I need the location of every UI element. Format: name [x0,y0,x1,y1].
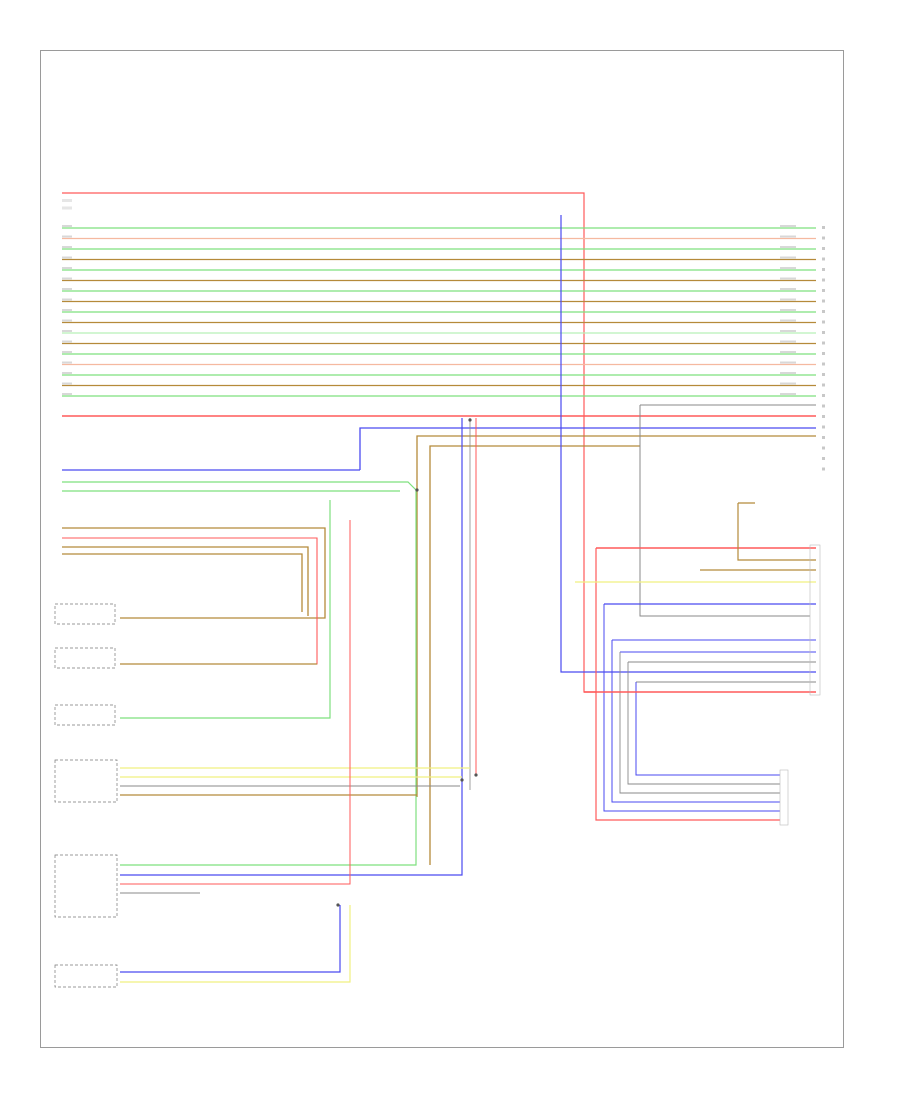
wire-gray-r3-drop [619,652,780,794]
pin-marker [822,310,825,313]
connector-lower-right [779,769,789,826]
wire-tag-left [62,382,72,385]
wire-tag-right [780,393,796,395]
wire-tag-left [62,340,72,343]
wire-tag-left [62,309,72,311]
wire-blue-vert-2 [120,418,463,876]
splice-dot [460,778,464,782]
wire-tag-right [780,277,796,280]
wire-red-c6 [120,520,351,885]
pin-marker [822,415,825,418]
pin-marker [822,257,825,261]
wire-tag-left [62,225,72,227]
wire-green-c3 [120,500,331,719]
wire-tag-right [780,225,796,227]
wire-red-r1-drop [595,548,780,821]
wire-brown-cross-2 [429,445,640,865]
wire-tag-left [62,361,72,364]
wire-tag-left [62,298,72,301]
wire-tag-left [62,246,72,248]
wire-tag-right [780,309,796,311]
wire-gray-drop [639,405,810,617]
component-c6 [54,854,118,918]
connector-right [809,544,821,696]
pin-marker [822,362,825,366]
component-c2 [54,647,116,669]
wire-tag-left [62,393,72,395]
wire-tag-right [780,330,796,332]
wire-tag-right [780,361,796,364]
pin-marker [822,352,825,355]
splice-dot [415,488,419,492]
component-c4 [54,759,118,803]
wire-tag-right [780,235,796,238]
pin-marker [822,373,825,376]
pin-marker [822,425,825,429]
wire-tag-left [62,330,72,332]
pin-marker [822,247,825,250]
wire-brown-loop-1 [62,527,326,619]
wire-tag-right [780,288,796,290]
wire-brown-r [737,503,816,561]
wire-tag-right [780,246,796,248]
wire-blue-r-drop [603,604,780,812]
pin-marker [822,394,825,397]
pin-marker [822,278,825,282]
wire-tag-left [62,351,72,353]
wire-tag [62,199,72,202]
pin-marker [822,383,825,387]
wire-tag-right [780,298,796,301]
pin-marker [822,226,825,229]
wire-tag-right [780,372,796,374]
pin-marker [822,404,825,408]
wire-gray-r4-drop [627,662,780,785]
wire-tag-left [62,277,72,280]
splice-dot [336,903,340,907]
wire-tag-left [62,288,72,290]
pin-marker [822,436,825,439]
wire-tag [62,206,72,210]
component-c3 [54,704,116,726]
pin-marker [822,320,825,324]
pin-marker [822,446,825,450]
component-c1 [54,603,116,625]
wire-tag-left [62,256,72,259]
wire-tag-left [62,372,72,374]
pin-marker [822,236,825,240]
wire-tag-right [780,382,796,385]
wire-red-main [62,192,596,693]
wire-tag-left [62,235,72,238]
diagram-frame [40,50,844,1048]
wire-tag-right [780,256,796,259]
wire-tag-right [780,319,796,322]
wire-tag-right [780,351,796,353]
wire-tag-right [780,340,796,343]
wire-red-loop [62,537,318,665]
pin-marker [822,467,825,471]
wire-brown-cross [416,435,816,797]
wire-brown-loop-2 [62,546,309,616]
pin-marker [822,299,825,303]
wire-tag-left [62,319,72,322]
wire-blue-r2-drop [611,640,780,803]
pin-marker [822,341,825,345]
wire-brown-loop-3 [62,553,303,612]
wire-green-1 [62,481,417,866]
wire-blue-vertical [560,215,816,673]
pin-marker [822,268,825,271]
wire-blue-cross [359,427,816,470]
pin-marker [822,289,825,292]
wire-blue-c7 [120,905,341,973]
wire-tag-right [780,267,796,269]
splice-dot [468,418,472,422]
component-c7 [54,964,118,988]
wire-blue-r5-drop [635,682,780,776]
wire-tag-left [62,267,72,269]
pin-marker [822,457,825,460]
wire-yellow-c7 [120,905,351,983]
splice-dot [474,773,478,777]
pin-marker [822,331,825,334]
